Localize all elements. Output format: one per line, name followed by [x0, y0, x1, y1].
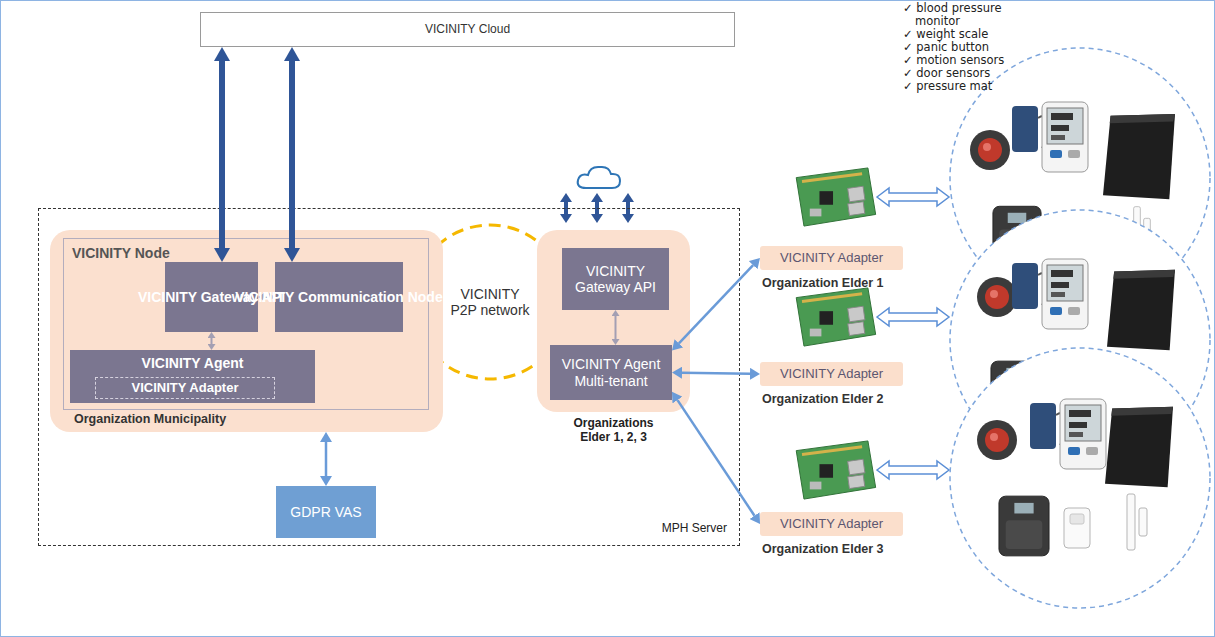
node-label: VICINITY Cloud	[425, 23, 510, 37]
agent-box: VICINITY Agent Multi-tenant	[550, 345, 672, 400]
raspberry-pi	[796, 288, 875, 346]
checklist-item: ✓ pressure mat	[903, 80, 1021, 93]
node-label: VICINITY Adapter	[780, 251, 883, 266]
organization-box: Organization MunicipalityVICINITY NodeVI…	[50, 230, 443, 432]
checklist-item: ✓ door sensors	[903, 67, 1021, 80]
drawing-use	[970, 130, 1010, 170]
node-label: VICINITY Adapter	[780, 367, 883, 382]
drawing-polygon	[560, 214, 572, 223]
connector	[289, 61, 295, 248]
adapter-box: VICINITY Adapter	[760, 246, 903, 270]
connector	[678, 400, 755, 516]
label-holder: Organizations Elder 1, 2, 3	[537, 412, 690, 445]
organization-label: Organization Elder 3	[762, 542, 884, 556]
drawing-use	[1030, 399, 1106, 469]
node-label: Organizations Elder 1, 2, 3	[558, 417, 670, 445]
node-label: VICINITY Agent Multi-tenant	[554, 356, 668, 388]
drawing-polygon	[622, 214, 634, 223]
drawing-use	[977, 420, 1017, 460]
node-label: MPH Server	[662, 522, 727, 536]
connector	[211, 338, 213, 344]
drawing-use	[1105, 407, 1173, 488]
connector	[615, 316, 617, 339]
agent-box: VICINITY AgentVICINITY Adapter	[70, 350, 315, 403]
drawing-use	[999, 496, 1049, 556]
checklist-item: ✓ motion sensors	[903, 54, 1021, 67]
cloud-box: VICINITY Cloud	[200, 12, 735, 47]
checklist-item: ✓ blood pressure monitor	[903, 2, 1021, 28]
node-label: VICINITY P2P network	[448, 286, 532, 318]
cloud-icon	[578, 167, 620, 188]
raspberry-pi	[796, 441, 875, 499]
device-circle	[950, 348, 1210, 608]
adapter-box: VICINITY Adapter	[760, 512, 903, 536]
drawing-polygon	[591, 214, 603, 223]
drawing-use	[1012, 259, 1088, 329]
drawing-use	[977, 277, 1017, 317]
device-set	[977, 399, 1173, 556]
adapter-box: VICINITY Adapter	[760, 362, 903, 386]
organization-label: Organization Elder 2	[762, 392, 884, 406]
drawing-use	[1012, 102, 1088, 172]
checklist-item: ✓ weight scale	[903, 28, 1021, 41]
drawing-use	[1127, 494, 1147, 550]
node-frame: VICINITY NodeVICINITY Gateway APIVICINIT…	[63, 238, 429, 410]
node-label: VICINITY Communication Node	[235, 289, 442, 305]
drawing-polygon	[877, 308, 949, 326]
drawing-use	[1064, 508, 1090, 548]
organization-box: Organizations Elder 1, 2, 3VICINITY Gate…	[537, 230, 690, 412]
server-boundary: VICINITY P2P networkMPH Server Organizati…	[38, 208, 740, 546]
device-link-arrows	[877, 188, 949, 479]
organization-label: Organization Elder 1	[762, 276, 884, 290]
node-label: VICINITY Agent	[142, 355, 244, 371]
node-label: GDPR VAS	[290, 504, 361, 520]
drawing-polygon	[622, 193, 634, 202]
drawing-polygon	[560, 193, 572, 202]
raspberry-pi	[796, 168, 875, 226]
component-box: VICINITY Gateway API	[562, 248, 669, 310]
connector	[679, 265, 753, 343]
service-box: GDPR VAS	[276, 486, 376, 538]
node-label: VICINITY Gateway API	[566, 263, 665, 295]
drawing-polygon	[591, 193, 603, 202]
connector	[325, 442, 328, 476]
node-label: Organization Municipality	[74, 412, 226, 426]
component-box: VICINITY Communication Node	[275, 262, 403, 332]
node-label: VICINITY Adapter	[132, 381, 239, 396]
drawing-use	[1103, 114, 1175, 199]
node-label: VICINITY Adapter	[780, 517, 883, 532]
drawing-polygon	[877, 188, 949, 206]
drawing-use	[1107, 270, 1175, 351]
adapter-box: VICINITY Adapter	[95, 377, 275, 399]
drawing-polygon	[877, 461, 949, 479]
connector	[264, 296, 269, 298]
connector	[219, 61, 225, 248]
node-label: VICINITY Node	[72, 245, 170, 261]
checklist-item: ✓ panic button	[903, 41, 1021, 54]
connector	[682, 373, 750, 374]
